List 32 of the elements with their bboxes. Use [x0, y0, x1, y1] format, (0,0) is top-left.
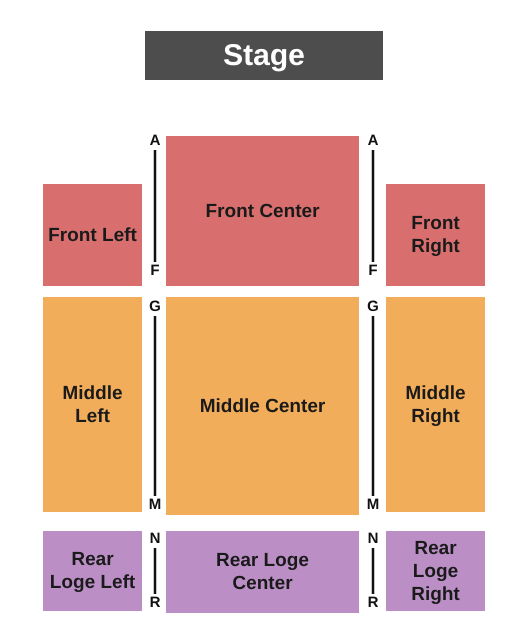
section-name: Middle Center — [200, 394, 326, 418]
row-letter: F — [149, 263, 161, 279]
row-letter: N — [366, 531, 380, 547]
seating-section — [386, 531, 485, 611]
section-name: Middle Left — [61, 382, 124, 428]
section-name: Front Right — [410, 212, 461, 258]
stage — [145, 31, 383, 80]
stage-label: Stage — [223, 38, 305, 72]
seating-section — [386, 184, 485, 286]
row-letter: A — [366, 133, 380, 149]
section-name: Front Left — [48, 224, 137, 246]
seating-section — [166, 297, 359, 515]
section-name: Middle Right — [404, 382, 467, 428]
row-letter: G — [148, 299, 162, 315]
row-letter: F — [367, 263, 379, 279]
row-letter: M — [366, 497, 380, 513]
row-letter: A — [148, 133, 162, 149]
seating-section — [386, 297, 485, 512]
section-name: Rear Loge Left — [48, 548, 136, 594]
seating-section — [43, 184, 142, 286]
seating-section — [43, 297, 142, 512]
section-name: Front Center — [206, 200, 320, 222]
row-letter: R — [148, 595, 162, 611]
section-name: Rear Loge Right — [410, 536, 461, 606]
seating-section — [166, 136, 359, 286]
row-letter: G — [366, 299, 380, 315]
row-letter: N — [148, 531, 162, 547]
seating-section — [43, 531, 142, 611]
seating-section — [166, 531, 359, 613]
row-letter: R — [366, 595, 380, 611]
row-letter: M — [148, 497, 162, 513]
section-name: Rear Loge Center — [215, 549, 310, 595]
